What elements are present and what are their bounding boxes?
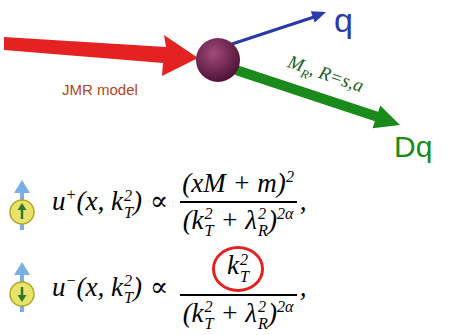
superscript: 2	[124, 188, 133, 205]
superscript: +	[66, 186, 77, 204]
diquark-arrowhead	[373, 105, 401, 128]
math-text: )	[268, 205, 277, 235]
numerator: (xM + m)2	[180, 168, 297, 199]
superscript: 2	[205, 206, 214, 223]
fraction: k2T(k2T + λ2R)2α	[180, 246, 297, 333]
spin-icon-up	[10, 180, 34, 230]
math-text: (xM + m)	[182, 168, 286, 198]
math-text: ,	[300, 186, 307, 216]
superscript: 2	[286, 168, 294, 186]
math-text: k	[227, 250, 239, 280]
incoming-arrow	[4, 35, 198, 76]
math-text: )	[133, 186, 142, 216]
fraction-bar	[180, 201, 297, 203]
sup-sub-pair: 2T	[124, 273, 133, 307]
math-text: (k	[183, 205, 204, 235]
math-text: + λ	[214, 298, 257, 328]
math-text: (x, k	[76, 186, 122, 216]
sup-sub-pair: 2T	[124, 188, 133, 222]
superscript: 2	[258, 206, 268, 223]
numerator: k2T	[180, 246, 297, 291]
denominator: (k2T + λ2R)2α	[180, 298, 297, 333]
proportional-sign: ∝	[150, 186, 168, 216]
subscript: R	[258, 316, 268, 333]
highlight-ellipse: k2T	[212, 246, 264, 291]
math-text: u	[52, 272, 66, 302]
denominator: (k2T + λ2R)2α	[180, 205, 297, 240]
subscript: T	[124, 290, 133, 307]
math-text: + λ	[214, 205, 257, 235]
diquark-label: Dq	[394, 130, 432, 163]
sup-sub-pair: 2R	[258, 299, 268, 333]
quark-label: q	[334, 2, 353, 39]
subscript: T	[124, 205, 133, 222]
quark-arrowhead	[311, 11, 326, 22]
subscript: T	[205, 223, 214, 240]
spin-icon-down	[10, 262, 34, 312]
subscript: T	[240, 269, 249, 286]
math-text: ,	[300, 272, 307, 302]
subscript: R	[258, 223, 268, 240]
math-text: u	[52, 186, 66, 216]
model-name: JMR model	[62, 82, 138, 99]
sup-sub-pair: 2R	[258, 206, 268, 240]
superscript: 2	[240, 252, 249, 269]
math-text: )	[133, 272, 142, 302]
math-text: (k	[183, 298, 204, 328]
superscript: −	[66, 272, 77, 290]
fraction-bar	[180, 294, 297, 296]
proportional-sign: ∝	[150, 272, 168, 302]
superscript: 2	[258, 299, 268, 316]
subscript: T	[205, 316, 214, 333]
u-plus-formula: u+(x, k2T)∝(xM + m)2(k2T + λ2R)2α,	[52, 168, 307, 240]
math-text: (x, k	[76, 272, 122, 302]
vertex-blob	[196, 38, 240, 82]
u-minus-formula: u−(x, k2T)∝k2T(k2T + λ2R)2α,	[52, 246, 307, 333]
sup-sub-pair: 2T	[205, 206, 214, 240]
superscript: 2α	[277, 205, 294, 223]
diquark-types: , R=s,a	[307, 58, 366, 96]
superscript: 2α	[277, 298, 294, 316]
superscript: 2	[124, 273, 133, 290]
quark-line	[232, 17, 314, 44]
sup-sub-pair: 2T	[240, 252, 249, 286]
sup-sub-pair: 2T	[205, 299, 214, 333]
superscript: 2	[205, 299, 214, 316]
fraction: (xM + m)2(k2T + λ2R)2α	[180, 168, 297, 240]
math-text: )	[268, 298, 277, 328]
